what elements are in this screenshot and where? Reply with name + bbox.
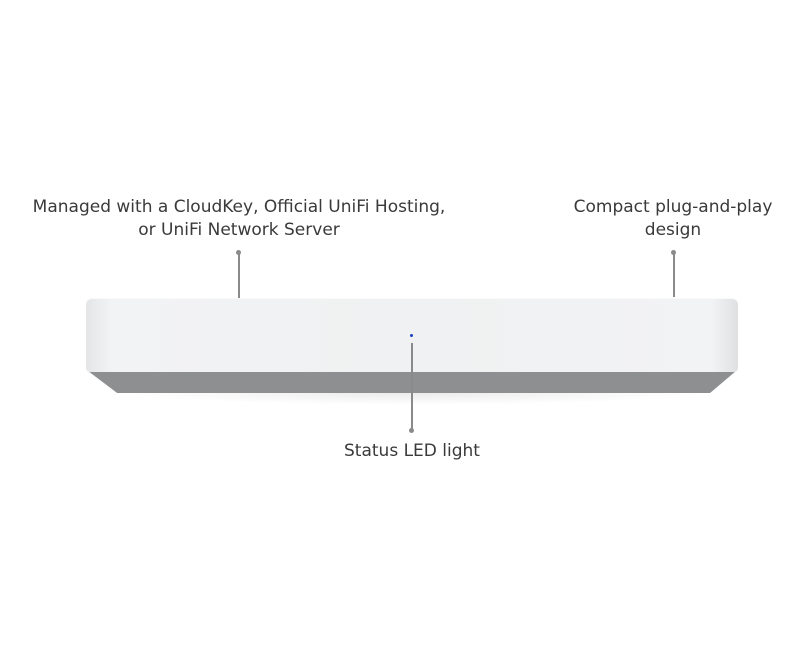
callout-management-line-1: Managed with a CloudKey, Official UniFi … <box>32 197 446 217</box>
callout-management-line-2: or UniFi Network Server <box>138 220 340 240</box>
callout-design-label: Compact plug-and-play design <box>574 196 773 242</box>
callout-management-label: Managed with a CloudKey, Official UniFi … <box>33 196 446 242</box>
status-led <box>410 334 413 337</box>
device-shadow <box>120 393 710 405</box>
leader-dot-led <box>409 428 414 433</box>
callout-led-label: Status LED light <box>344 441 480 461</box>
leader-line-design <box>673 252 675 297</box>
leader-line-management <box>238 252 240 298</box>
callout-design-line-2: design <box>644 220 702 240</box>
callout-design-line-1: Compact plug-and-play <box>573 197 773 217</box>
leader-line-led <box>411 343 413 430</box>
